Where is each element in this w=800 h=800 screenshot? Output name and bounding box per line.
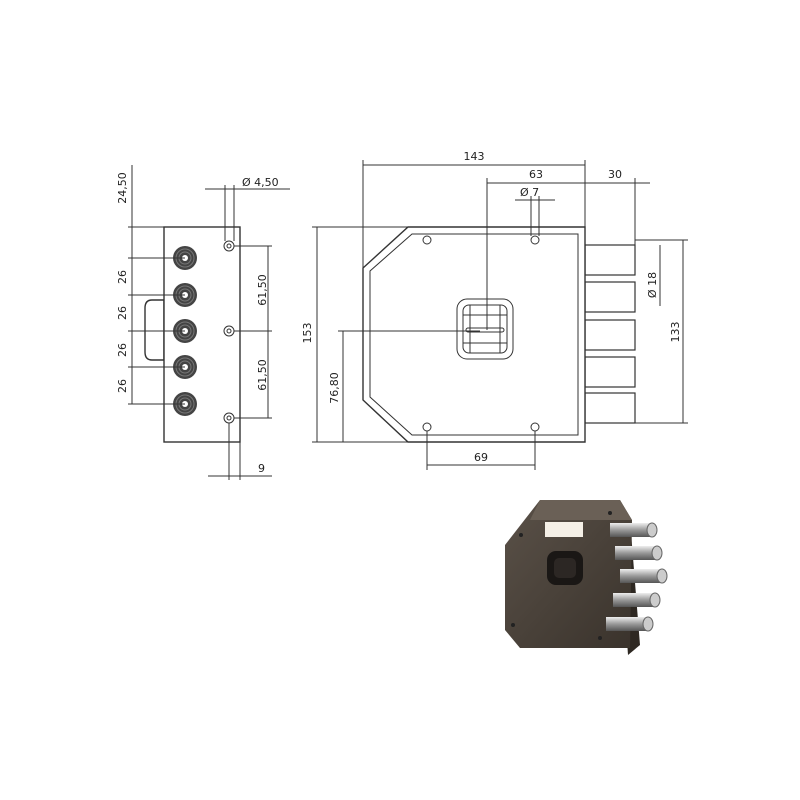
dim-bolt-span: 133 xyxy=(669,322,682,343)
dim-key-height: 76,80 xyxy=(328,372,341,404)
dim-width: 143 xyxy=(464,150,485,163)
dim-bolt-throw: 30 xyxy=(608,168,622,181)
dim-hole-spacing: 69 xyxy=(474,451,488,464)
front-bolts xyxy=(584,244,636,424)
photo-bolt xyxy=(606,616,654,632)
dim-spacing-lower: 61,50 xyxy=(256,359,269,391)
side-dimension-lines xyxy=(128,165,290,480)
dim-hole-diameter: Ø 4,50 xyxy=(242,176,279,189)
dim-pitch-2: 26 xyxy=(116,306,129,320)
lock-body-inner-outline xyxy=(369,233,579,436)
dim-key-offset: 63 xyxy=(529,168,543,181)
bolt xyxy=(584,319,636,351)
photo-bolt xyxy=(615,545,663,561)
photo-bolt xyxy=(613,592,661,608)
dim-spacing-upper: 61,50 xyxy=(256,274,269,306)
bolt xyxy=(584,392,636,424)
side-handle xyxy=(144,299,165,361)
dim-bolt-diameter: Ø 18 xyxy=(646,272,659,298)
dim-hole-diameter-front: Ø 7 xyxy=(520,186,539,199)
dim-pitch-1: 26 xyxy=(116,270,129,284)
photo-bolt xyxy=(620,568,668,584)
key-cylinder xyxy=(456,298,514,360)
lock-body-outline xyxy=(362,226,586,443)
dim-24-50: 24,50 xyxy=(116,172,129,204)
front-view: 143 63 30 Ø 7 153 76,80 133 Ø 18 69 xyxy=(301,150,688,470)
side-view: 24,50 26 26 26 26 Ø 4,50 61,50 61,50 9 xyxy=(116,165,290,480)
bolt xyxy=(584,281,636,313)
dim-offset: 9 xyxy=(258,462,265,475)
dim-pitch-4: 26 xyxy=(116,379,129,393)
bolt xyxy=(584,356,636,388)
front-dimension-lines xyxy=(312,160,688,470)
dim-height: 153 xyxy=(301,323,314,344)
lock-product-photo xyxy=(505,500,668,655)
brand-label xyxy=(545,522,583,537)
photo-bolt xyxy=(610,522,658,538)
dim-pitch-3: 26 xyxy=(116,343,129,357)
bolt xyxy=(584,244,636,276)
